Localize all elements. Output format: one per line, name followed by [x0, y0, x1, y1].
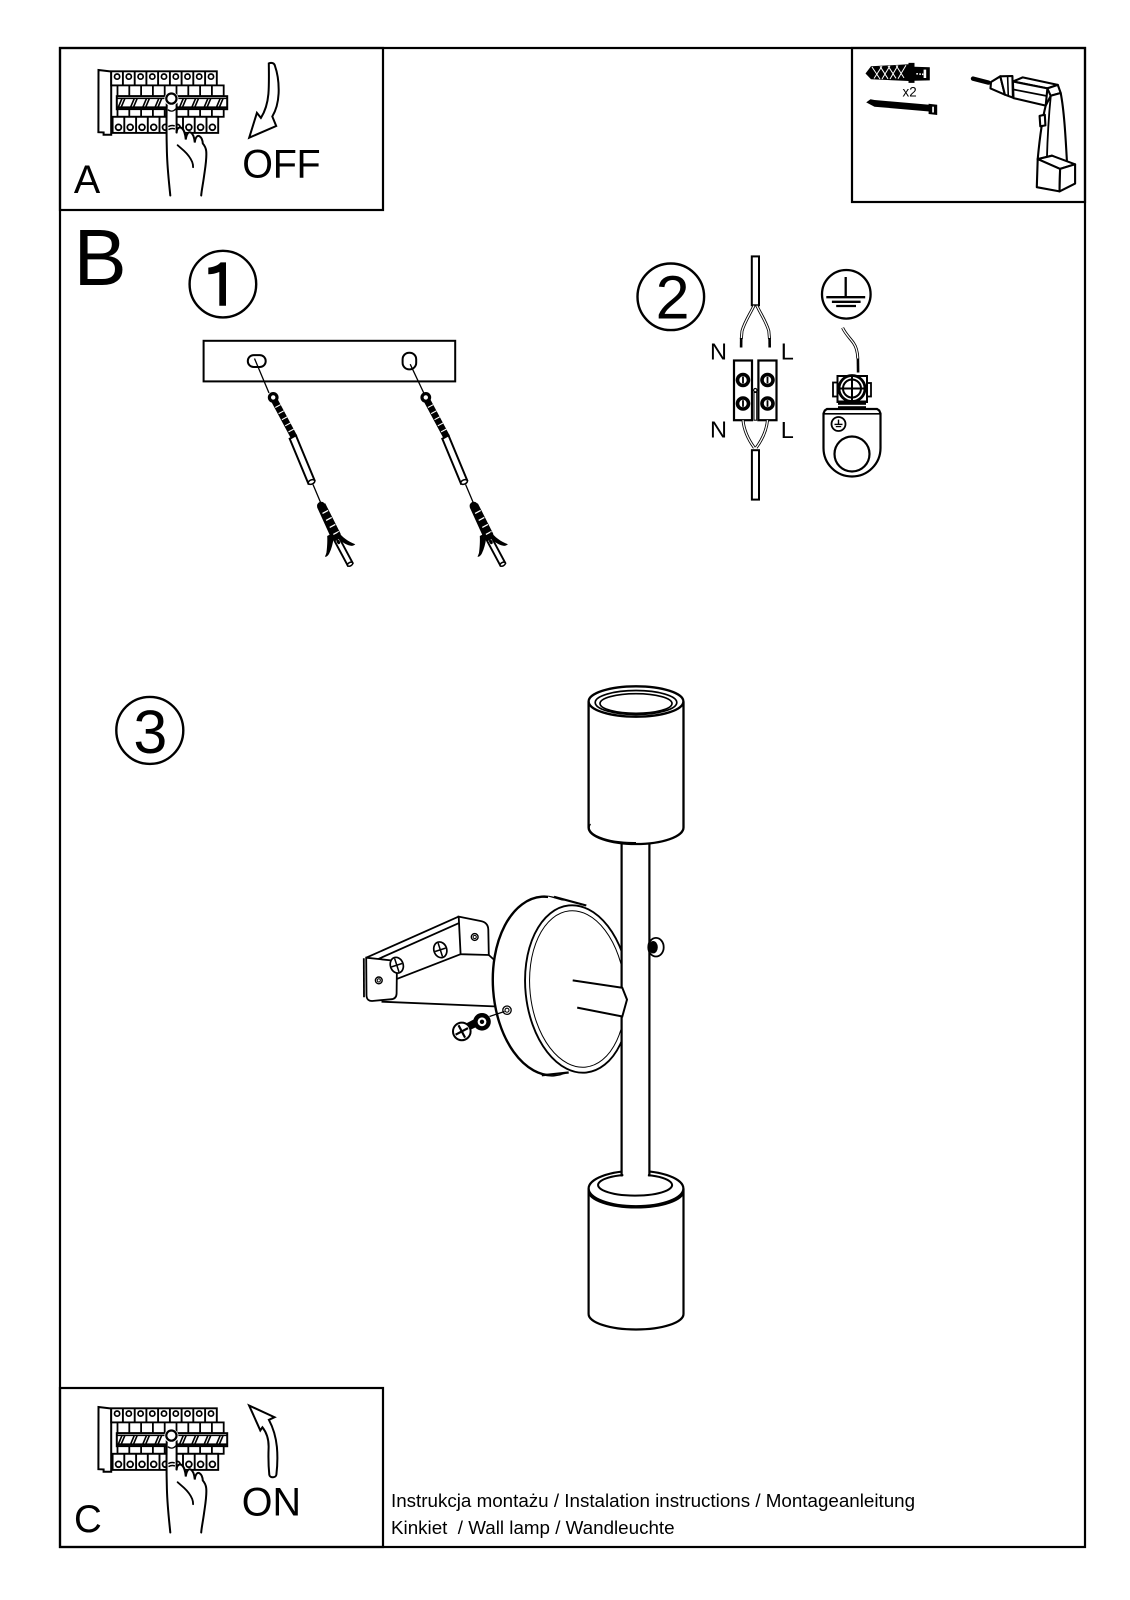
svg-text:3: 3 [133, 698, 167, 766]
svg-text:C: C [74, 1498, 102, 1541]
svg-text:N: N [710, 417, 727, 443]
svg-text:A: A [74, 158, 101, 202]
svg-text:N: N [710, 339, 727, 365]
svg-text:x2: x2 [903, 85, 917, 100]
svg-text:L: L [781, 417, 794, 443]
svg-text:Kinkiet / Wall lamp / Wandleu: Kinkiet / Wall lamp / Wandleuchte [391, 1517, 675, 1538]
svg-text:2: 2 [656, 264, 690, 332]
svg-text:B: B [74, 213, 127, 302]
svg-text:Instrukcja montażu / Instalati: Instrukcja montażu / Instalation instruc… [391, 1490, 915, 1511]
svg-text:L: L [781, 339, 794, 365]
svg-text:ON: ON [242, 1481, 301, 1525]
svg-text:OFF: OFF [242, 143, 320, 187]
